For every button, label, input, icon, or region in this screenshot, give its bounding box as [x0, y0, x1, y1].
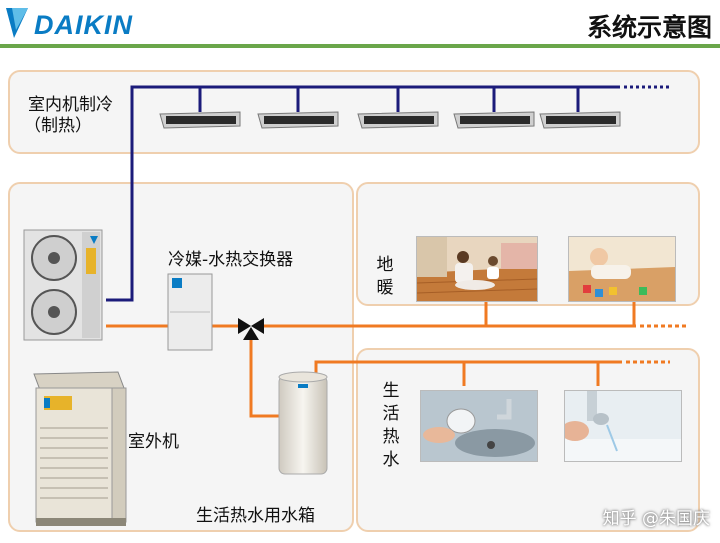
watermark: 知乎 @朱国庆	[602, 509, 710, 529]
heat-pump-outdoor-unit-icon	[23, 229, 103, 341]
floor-heating-photo-baby	[568, 236, 676, 302]
outdoor-unit-icon	[33, 371, 127, 526]
indoor-label-line2: （制热）	[24, 116, 92, 137]
water-tank-icon	[278, 371, 328, 475]
outdoor-label: 室外机	[128, 432, 179, 452]
ducted-indoor-unit-icon	[539, 111, 621, 129]
ducted-indoor-unit-icon	[357, 111, 439, 129]
hot-water-photo-shower	[564, 390, 682, 462]
floor-heating-label: 地暖	[376, 255, 394, 298]
exchanger-label: 冷媒-水热交换器	[168, 250, 294, 270]
indoor-label-line1: 室内机制冷	[28, 95, 113, 115]
page-title: 系统示意图	[586, 13, 712, 42]
tank-label: 生活热水用水箱	[196, 506, 315, 526]
heat-exchanger-icon	[167, 273, 213, 351]
ducted-indoor-unit-icon	[257, 111, 339, 129]
indoor-panel	[8, 70, 700, 154]
ducted-indoor-unit-icon	[159, 111, 241, 129]
daikin-logo: DAIKIN	[4, 4, 194, 40]
daikin-logo-icon	[6, 8, 28, 38]
indoor-units	[159, 111, 621, 129]
floor-heating-photo-mother-child	[416, 236, 538, 302]
header-divider	[0, 44, 720, 48]
refrigerant-pipe	[106, 85, 620, 302]
indoor-label: 室内机制冷 （制热）	[24, 95, 113, 138]
hot-water-photo-sink	[420, 390, 538, 462]
brand-name: DAIKIN	[34, 10, 133, 40]
hot-water-label: 生活热水	[382, 381, 400, 470]
ducted-indoor-unit-icon	[453, 111, 535, 129]
three-way-valve-icon	[238, 318, 264, 340]
